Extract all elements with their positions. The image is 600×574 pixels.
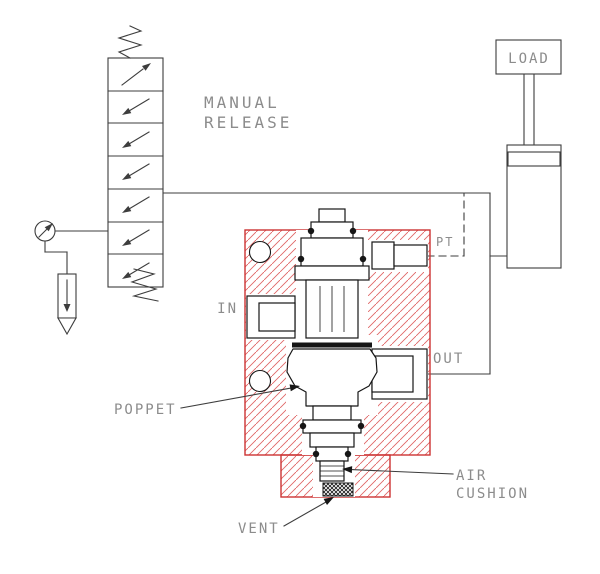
label-in: IN: [217, 301, 238, 317]
annotations: MANUAL RELEASE PT IN OUT POPPET AIR CUSH…: [114, 93, 529, 537]
bolt-hole-top: [248, 240, 272, 264]
label-pt: PT: [436, 235, 454, 249]
out-port: [371, 348, 428, 400]
label-vent: VENT: [238, 521, 280, 537]
valve-flow-arrows: [121, 63, 151, 279]
label-out: OUT: [433, 351, 464, 367]
valve-spring-top: [117, 25, 143, 59]
in-port: [246, 295, 296, 339]
label-air-cushion-line2: CUSHION: [456, 486, 529, 502]
pt-port: [371, 241, 428, 270]
cartridge: [286, 208, 378, 497]
manual-release-valve: [107, 25, 164, 302]
drain-component: [57, 273, 77, 336]
circuit-lines: [44, 73, 535, 375]
load-label: LOAD: [508, 51, 550, 67]
air-cushion: [319, 460, 345, 482]
poppet: [286, 348, 378, 407]
vent-mesh: [322, 482, 354, 497]
label-manual-release-line1: MANUAL: [204, 93, 280, 112]
valve-cell-dividers: [107, 90, 164, 255]
label-air-cushion-line1: AIR: [456, 468, 487, 484]
bolt-hole-bottom: [248, 369, 272, 393]
o-rings: [297, 227, 367, 458]
label-poppet: POPPET: [114, 402, 177, 418]
pilot-actuator: [34, 220, 56, 242]
cylinder: [506, 144, 562, 269]
air-cushion-leader: [342, 466, 454, 475]
valve-spring-bottom: [130, 268, 159, 302]
load-box: LOAD: [495, 39, 562, 75]
vent-leader: [283, 497, 334, 527]
stem-cap: [318, 208, 346, 223]
label-manual-release-line2: RELEASE: [204, 113, 292, 132]
pilot-line-dashed: [426, 192, 465, 257]
cylinder-piston: [507, 151, 561, 167]
poppet-leader: [180, 384, 300, 409]
